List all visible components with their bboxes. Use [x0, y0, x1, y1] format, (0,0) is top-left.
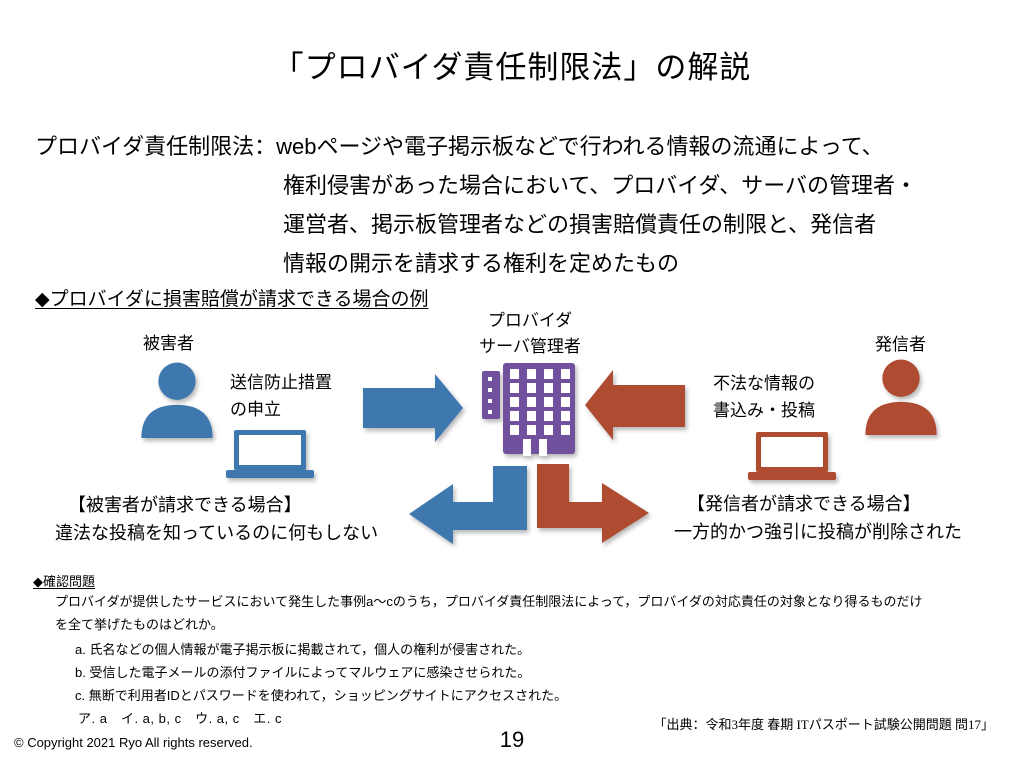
definition-line: 情報の開示を請求する権利を定めたもの	[283, 251, 680, 276]
copyright-text: © Copyright 2021 Ryo All rights reserved…	[14, 735, 253, 750]
sender-label: 発信者	[875, 335, 926, 354]
laptop-base	[748, 472, 836, 480]
definition-line: 運営者、掲示板管理者などの損害賠償責任の制限と、発信者	[283, 212, 877, 237]
definition-text: プロバイダ責任制限法：webページや電子掲示板などで行われる情報の流通によって、…	[35, 127, 917, 283]
post-arrow-left-icon	[585, 370, 685, 440]
victim-claim-text: 【被害者が請求できる場合】 違法な投稿を知っているのに何もしない	[55, 491, 378, 547]
provider-label-line: プロバイダ	[487, 311, 573, 330]
victim-action-line: 送信防止措置	[230, 373, 332, 392]
laptop-screen	[234, 430, 306, 470]
quiz-choices: ア. a イ. a, b, c ウ. a, c エ. c	[78, 711, 282, 726]
victim-claim-body: 違法な投稿を知っているのに何もしない	[55, 523, 379, 543]
quiz-question-line: を全て挙げたものはどれか。	[55, 617, 224, 632]
provider-building-icon	[482, 363, 575, 456]
provider-label-line: サーバ管理者	[479, 337, 581, 356]
victim-action-text: 送信防止措置 の申立	[230, 369, 332, 423]
quiz-item: b. 受信した電子メールの添付ファイルによってマルウェアに感染させられた。	[75, 665, 531, 680]
laptop-base	[226, 470, 314, 478]
request-arrow-right-icon	[363, 374, 463, 442]
sender-claim-elbow-arrow-icon	[537, 464, 649, 543]
source-citation: 「出典：令和3年度 春期 ITパスポート試験公開問題 問17」	[653, 717, 994, 732]
victim-claim-elbow-arrow-icon	[409, 466, 527, 544]
definition-line: 権利侵害があった場合において、プロバイダ、サーバの管理者・	[283, 173, 918, 198]
victim-label: 被害者	[143, 334, 194, 353]
quiz-item: a. 氏名などの個人情報が電子掲示板に掲載されて，個人の権利が侵害された。	[75, 642, 531, 657]
laptop-screen	[756, 432, 828, 472]
quiz-heading: ◆確認問題	[33, 574, 95, 589]
sender-claim-text: 【発信者が請求できる場合】 一方的かつ強引に投稿が削除された	[674, 490, 962, 546]
sender-person-icon	[865, 359, 937, 435]
sender-claim-title: 【発信者が請求できる場合】	[687, 494, 921, 514]
quiz-question-line: プロバイダが提供したサービスにおいて発生した事例a～cのうち，プロバイダ責任制限…	[55, 594, 923, 609]
sender-claim-body: 一方的かつ強引に投稿が削除された	[674, 522, 962, 542]
sender-action-line: 不法な情報の	[713, 374, 815, 393]
victim-claim-title: 【被害者が請求できる場合】	[68, 495, 302, 515]
sender-laptop-icon	[748, 432, 836, 480]
example-section-heading: ◆プロバイダに損害賠償が請求できる場合の例	[35, 289, 429, 310]
sender-action-line: 書込み・投稿	[713, 401, 815, 420]
victim-laptop-icon	[226, 430, 314, 478]
definition-line: プロバイダ責任制限法：webページや電子掲示板などで行われる情報の流通によって、	[35, 134, 884, 159]
victim-action-line: の申立	[230, 400, 281, 419]
provider-label: プロバイダ サーバ管理者	[453, 308, 607, 360]
sender-action-text: 不法な情報の 書込み・投稿	[713, 370, 815, 424]
quiz-item: c. 無断で利用者IDとパスワードを使われて，ショッピングサイトにアクセスされた…	[75, 688, 568, 703]
page-title: 「プロバイダ責任制限法」の解説	[272, 50, 752, 85]
page-number: 19	[499, 727, 525, 752]
victim-person-icon	[141, 362, 213, 438]
